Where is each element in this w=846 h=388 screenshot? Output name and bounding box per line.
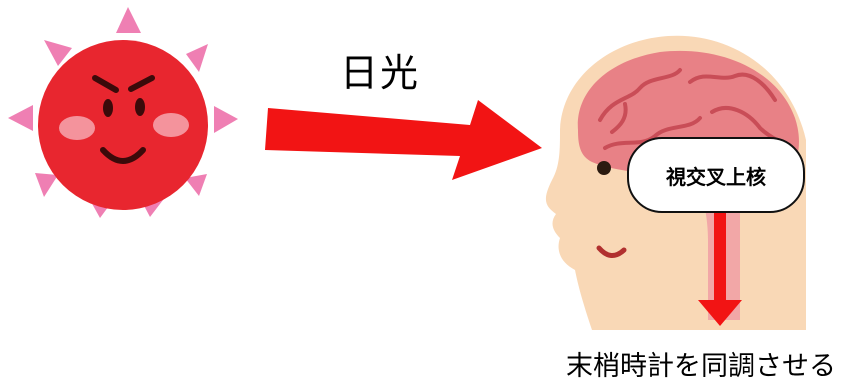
- sun-icon: [8, 7, 238, 218]
- head-mouth: [596, 245, 627, 258]
- sun-face: [38, 40, 208, 210]
- nucleus-box: [627, 137, 805, 213]
- down-arrow: [698, 210, 742, 326]
- nucleus-label: 視交叉上核: [666, 164, 766, 189]
- sunlight-arrow: [265, 100, 542, 180]
- sunlight-label: 日光: [340, 51, 421, 95]
- head-eye: [597, 161, 611, 175]
- caption-label: 末梢時計を同調させる: [566, 351, 836, 382]
